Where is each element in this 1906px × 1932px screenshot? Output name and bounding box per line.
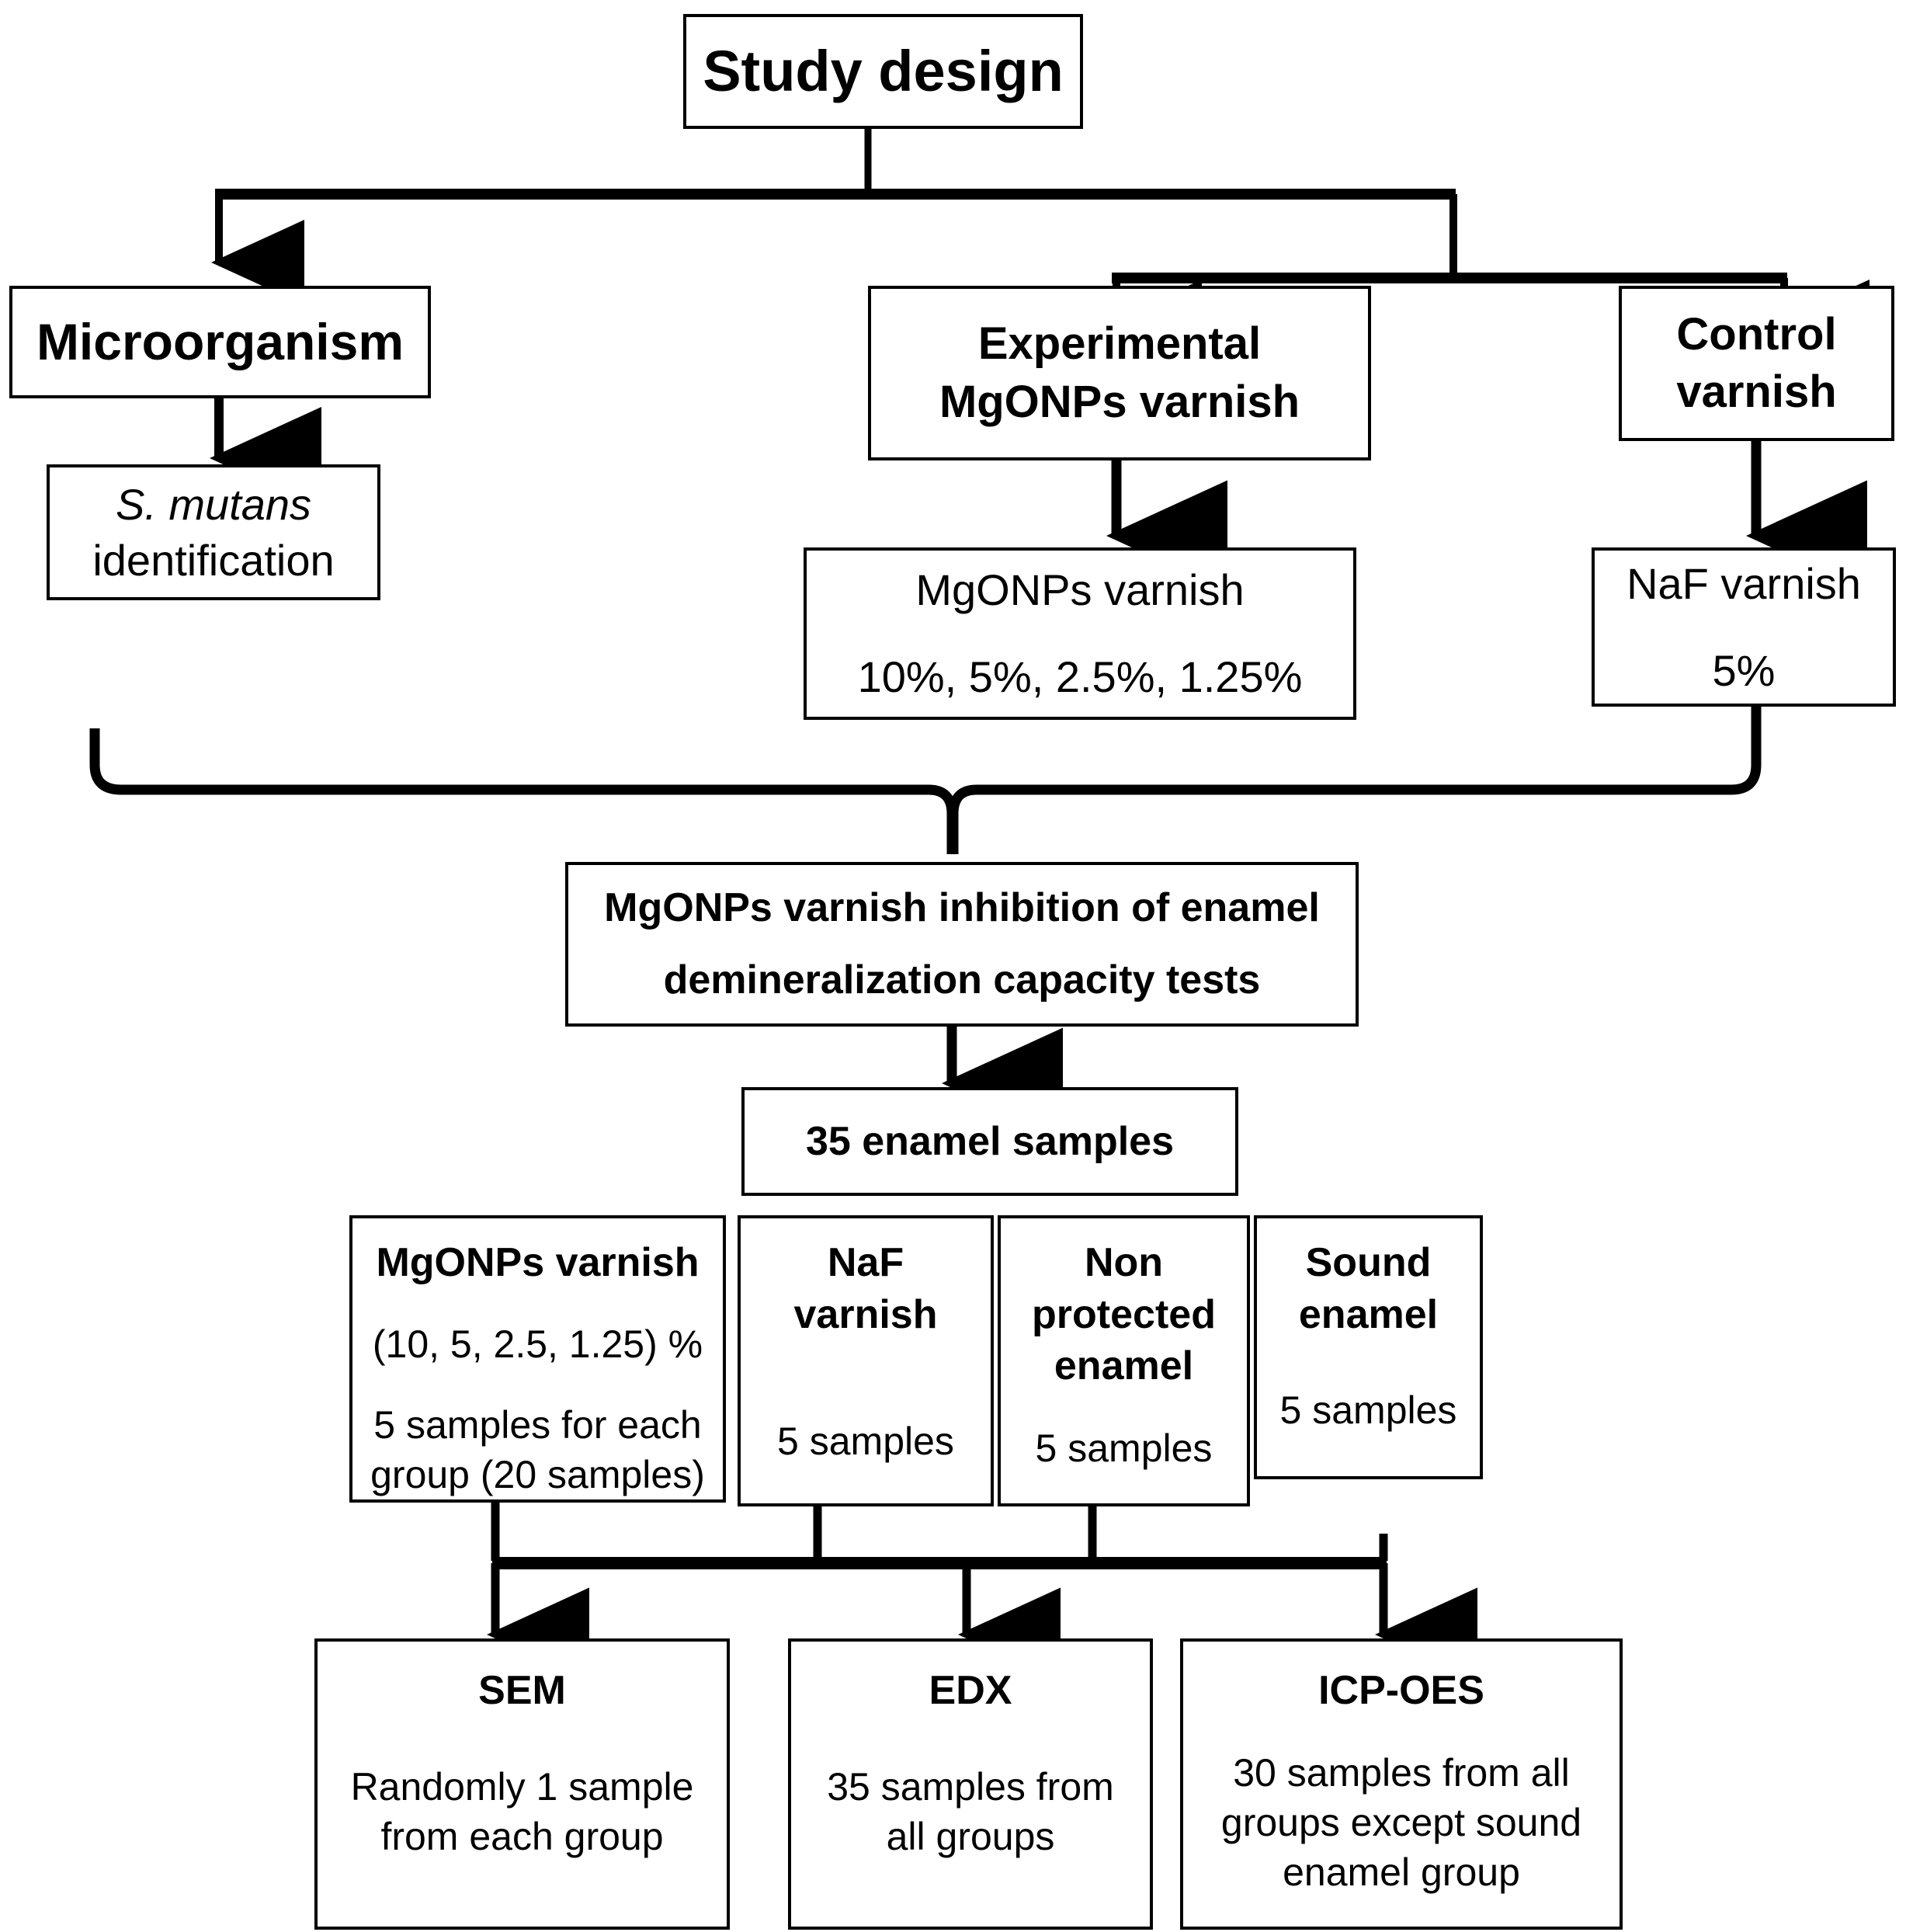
node-capacity-tests[interactable]: MgONPs varnish inhibition of enamel demi… xyxy=(565,862,1359,1027)
node-edx[interactable]: EDX 35 samples from all groups xyxy=(788,1638,1153,1930)
group-naf-title1: NaF xyxy=(827,1240,904,1285)
sem-line2: from each group xyxy=(380,1814,664,1858)
edx-line1: 35 samples from xyxy=(827,1764,1114,1809)
group-naf-count: 5 samples xyxy=(777,1419,954,1464)
edge-merge-brace-right xyxy=(948,705,1762,854)
node-control-varnish[interactable]: Control varnish xyxy=(1619,286,1894,441)
group-mgonps-line2: 5 samples for each xyxy=(373,1402,702,1447)
enamel-samples-label: 35 enamel samples xyxy=(805,1118,1175,1164)
mgonps-varnish-line2: 10%, 5%, 2.5%, 1.25% xyxy=(857,652,1303,701)
node-study-design[interactable]: Study design xyxy=(683,14,1083,129)
capacity-tests-line2: demineralization capacity tests xyxy=(663,957,1261,1002)
group-nonprotected-title3: enamel xyxy=(1054,1343,1194,1389)
node-icp-oes[interactable]: ICP-OES 30 samples from all groups excep… xyxy=(1180,1638,1623,1930)
microorganism-label: Microorganism xyxy=(36,313,404,371)
icp-oes-line3: enamel group xyxy=(1283,1850,1520,1894)
s-mutans-line1: S. mutans xyxy=(115,479,312,529)
edx-line2: all groups xyxy=(886,1814,1055,1858)
control-line2: varnish xyxy=(1676,367,1837,417)
icp-oes-title: ICP-OES xyxy=(1318,1668,1484,1713)
sem-line1: Randomly 1 sample xyxy=(350,1764,694,1809)
s-mutans-line2: identification xyxy=(92,535,335,585)
control-line1: Control xyxy=(1676,308,1837,360)
node-group-naf[interactable]: NaF varnish 5 samples xyxy=(738,1215,994,1506)
study-design-label: Study design xyxy=(703,38,1064,103)
experimental-line2: MgONPs varnish xyxy=(939,376,1300,427)
node-group-mgonps[interactable]: MgONPs varnish (10, 5, 2.5, 1.25) % 5 sa… xyxy=(349,1215,726,1503)
group-nonprotected-title2: protected xyxy=(1032,1291,1216,1337)
group-mgonps-title: MgONPs varnish xyxy=(376,1240,700,1285)
icp-oes-line2: groups except sound xyxy=(1220,1800,1582,1844)
group-sound-title2: enamel xyxy=(1298,1291,1439,1337)
node-mgonps-varnish-conc[interactable]: MgONPs varnish 10%, 5%, 2.5%, 1.25% xyxy=(804,547,1356,720)
node-enamel-samples[interactable]: 35 enamel samples xyxy=(741,1087,1238,1196)
sem-title: SEM xyxy=(478,1668,566,1713)
node-s-mutans[interactable]: S. mutans identification xyxy=(47,464,380,600)
node-group-nonprotected[interactable]: Non protected enamel 5 samples xyxy=(998,1215,1250,1506)
node-microorganism[interactable]: Microorganism xyxy=(9,286,431,398)
experimental-line1: Experimental xyxy=(977,318,1262,370)
edx-title: EDX xyxy=(929,1668,1012,1713)
mgonps-varnish-line1: MgONPs varnish xyxy=(915,565,1245,615)
edge-merge-brace xyxy=(89,728,957,854)
group-sound-count: 5 samples xyxy=(1279,1388,1457,1433)
node-sem[interactable]: SEM Randomly 1 sample from each group xyxy=(314,1638,730,1930)
group-nonprotected-title1: Non xyxy=(1084,1240,1164,1285)
group-mgonps-line3: group (20 samples) xyxy=(370,1452,705,1496)
node-experimental-varnish[interactable]: Experimental MgONPs varnish xyxy=(868,286,1371,460)
group-naf-title2: varnish xyxy=(793,1291,938,1337)
icp-oes-line1: 30 samples from all xyxy=(1233,1750,1570,1795)
naf-varnish-line2: 5% xyxy=(1712,645,1776,695)
node-naf-varnish-conc[interactable]: NaF varnish 5% xyxy=(1592,547,1896,707)
capacity-tests-line1: MgONPs varnish inhibition of enamel xyxy=(604,885,1320,931)
group-nonprotected-count: 5 samples xyxy=(1035,1426,1213,1470)
naf-varnish-line1: NaF varnish xyxy=(1627,558,1861,608)
group-mgonps-line1: (10, 5, 2.5, 1.25) % xyxy=(372,1322,703,1367)
group-sound-title1: Sound xyxy=(1305,1240,1432,1285)
node-group-sound[interactable]: Sound enamel 5 samples xyxy=(1254,1215,1483,1479)
